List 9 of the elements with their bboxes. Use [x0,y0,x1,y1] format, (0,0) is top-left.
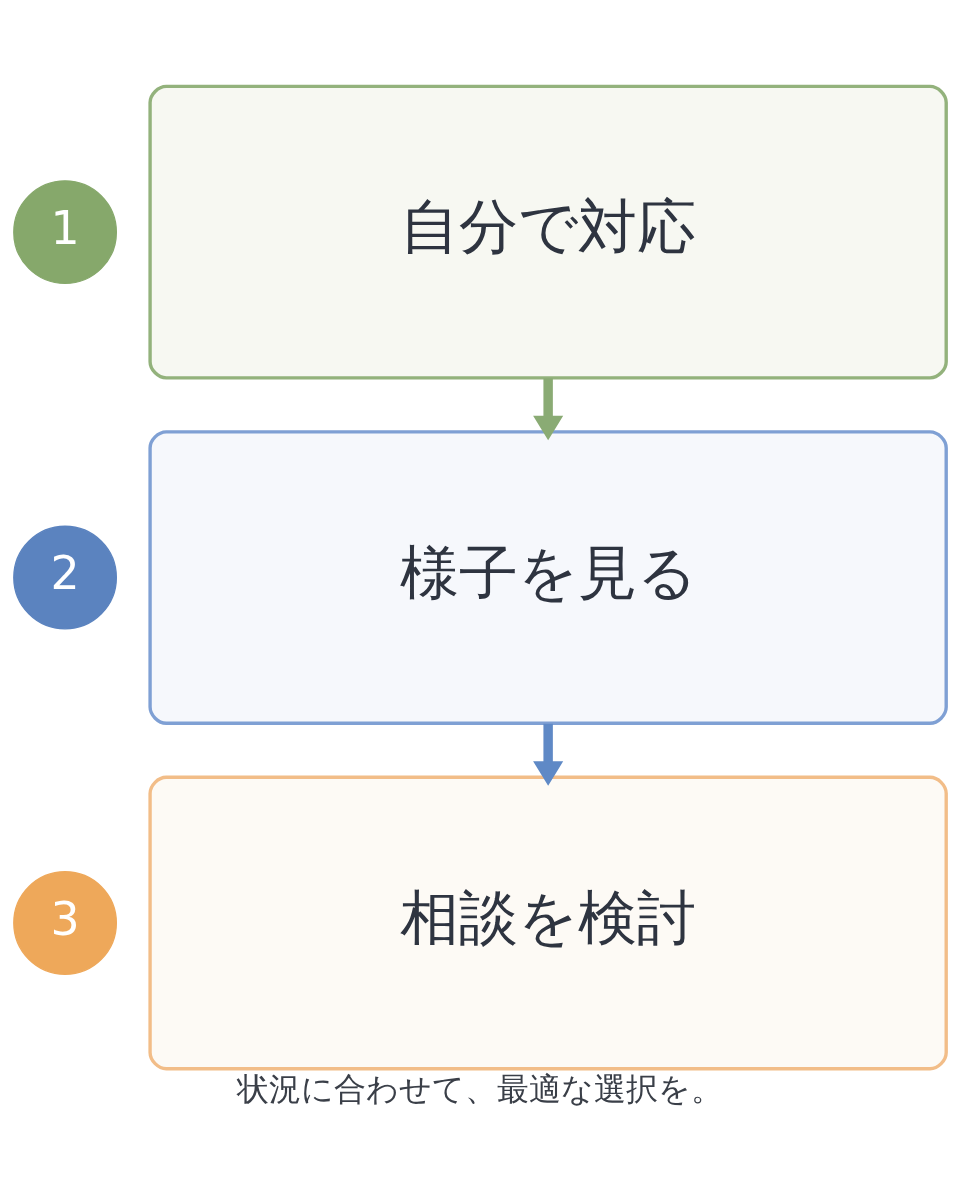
arrow [533,377,564,440]
caption: 状況に合わせて、最適な選択を。 [237,1069,723,1108]
node-circle: 3 [13,870,118,975]
arrow [533,723,564,786]
node-box: 様子を見る [148,429,948,725]
node-circle: 2 [13,525,118,629]
node-box: 相談を検討 [148,775,948,1070]
node-box: 自分で対応 [148,84,948,380]
node-circle: 1 [13,179,118,284]
